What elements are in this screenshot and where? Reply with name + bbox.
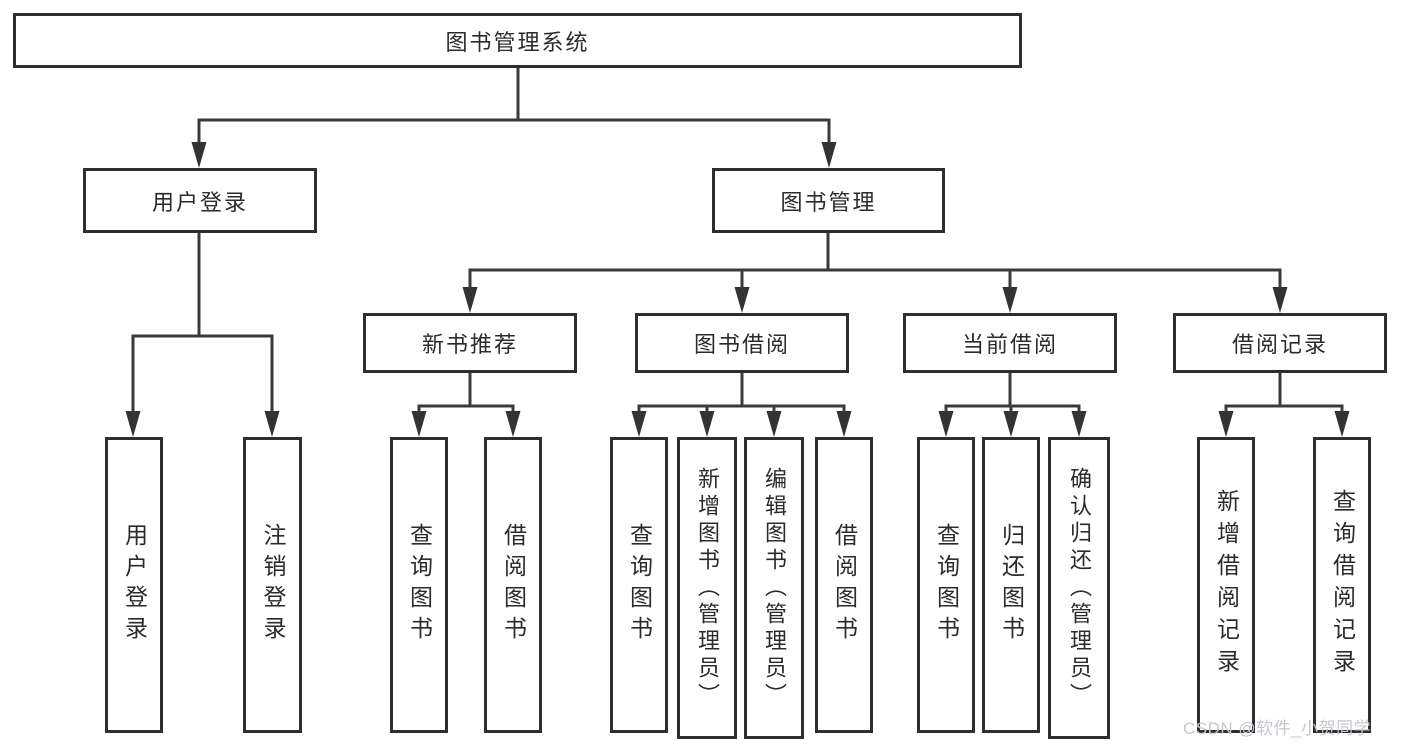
leaf-return-books: 归还图书 bbox=[982, 437, 1040, 733]
leaf-confirm-return-admin: 确认归还（管理员） bbox=[1048, 437, 1110, 739]
node-book-management: 图书管理 bbox=[712, 168, 945, 233]
leaf-add-books-admin: 新增图书（管理员） bbox=[677, 437, 737, 739]
leaf-query-books-recommend: 查询图书 bbox=[390, 437, 448, 733]
watermark: CSDN @软件_小贺同学 bbox=[1183, 719, 1372, 738]
arrowhead-group bbox=[125, 142, 1350, 437]
leaf-query-books-borrowing: 查询图书 bbox=[610, 437, 668, 733]
node-new-book-recommendation: 新书推荐 bbox=[363, 313, 577, 373]
node-book-borrowing: 图书借阅 bbox=[635, 313, 849, 373]
leaf-logout: 注销登录 bbox=[243, 437, 302, 733]
leaf-add-borrow-record: 新增借阅记录 bbox=[1197, 437, 1255, 733]
leaf-borrow-books-borrowing: 借阅图书 bbox=[815, 437, 873, 733]
leaf-edit-books-admin: 编辑图书（管理员） bbox=[744, 437, 804, 739]
leaf-borrow-books-recommend: 借阅图书 bbox=[484, 437, 542, 733]
node-user-login: 用户登录 bbox=[83, 168, 317, 233]
leaf-user-login: 用户登录 bbox=[105, 437, 163, 733]
node-library-management-system: 图书管理系统 bbox=[13, 13, 1022, 68]
leaf-query-borrow-record: 查询借阅记录 bbox=[1313, 437, 1371, 733]
node-borrowing-records: 借阅记录 bbox=[1173, 313, 1387, 373]
leaf-query-books-current: 查询图书 bbox=[917, 437, 975, 733]
node-current-borrowing: 当前借阅 bbox=[903, 313, 1117, 373]
